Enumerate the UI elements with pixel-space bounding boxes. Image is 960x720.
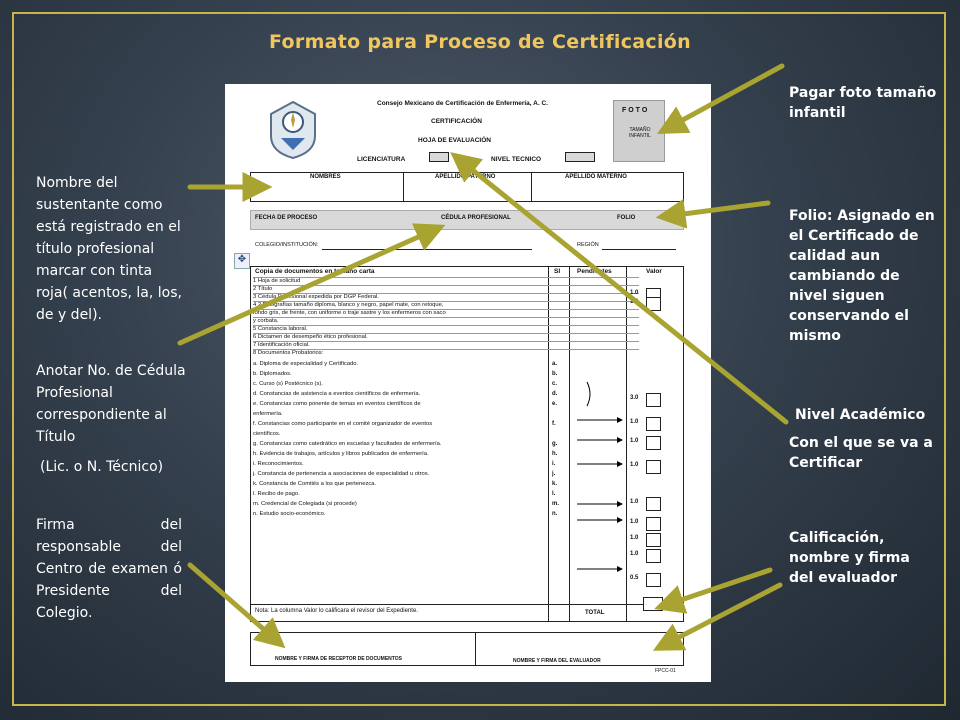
note-foto: Pagar foto tamaño infantil <box>789 85 937 121</box>
photo-label: F O T O <box>622 107 648 114</box>
move-cross-icon[interactable]: ✥ <box>234 253 250 269</box>
form-sheet: HOJA DE EVALUACIÓN <box>418 137 491 144</box>
si-letter: l. <box>552 491 556 497</box>
value-label: 1.0 <box>630 438 639 444</box>
form-org: Consejo Mexicano de Certificación de Enf… <box>377 100 548 107</box>
note-firma: Firma del responsable del Centro de exam… <box>36 517 182 621</box>
council-logo-icon <box>270 100 316 160</box>
value-box <box>646 497 661 511</box>
value-box <box>646 573 661 587</box>
nota-text: Nota: La columna Valor lo calificara el … <box>255 608 418 614</box>
value-box <box>646 549 661 563</box>
label-evaluador: NOMBRE Y FIRMA DEL EVALUADOR <box>513 658 601 664</box>
table-row: m. Credencial de Colegiada (si procede) <box>253 501 357 507</box>
value-label: 1.0 <box>630 462 639 468</box>
slide-frame <box>12 12 946 706</box>
label-fecha: FECHA DE PROCESO <box>255 215 318 221</box>
note-nombre: Nombre del sustentante como está registr… <box>36 175 182 323</box>
value-label: 1.0 <box>630 519 639 525</box>
table-col-si <box>548 266 549 622</box>
note-cedula: Anotar No. de Cédula Profesional corresp… <box>36 363 186 445</box>
note-evaluador: Calificación, nombre y firma del evaluad… <box>789 530 910 586</box>
photo-size: TAMAÑO INFANTIL <box>629 127 651 139</box>
table-row: k. Constancia de Comités a los que perte… <box>253 481 377 487</box>
value-box <box>646 517 661 531</box>
form-lic: LICENCIATURA <box>357 156 406 163</box>
table-col-pend <box>569 266 570 622</box>
table-row: l. Recibo de pago. <box>253 491 300 497</box>
table-row: e. Constancias como ponente de temas en … <box>253 401 421 407</box>
si-letter: g. <box>552 441 558 447</box>
label-nombres: NOMBRES <box>310 174 341 180</box>
table-row: i. Reconocimientos. <box>253 461 304 467</box>
si-letter: m. <box>552 501 560 507</box>
si-letter: i. <box>552 461 556 467</box>
si-letter: h. <box>552 451 558 457</box>
value-label: 1.0 <box>630 499 639 505</box>
note-nivel: (Lic. o N. Técnico) <box>40 459 164 475</box>
pending-arrow-group <box>577 381 623 572</box>
table-row: científicos. <box>253 431 281 437</box>
value-label: 0.5 <box>630 575 639 581</box>
si-letter: k. <box>552 481 558 487</box>
names-divider <box>403 172 404 202</box>
table-row: d. Constancias de asistencia a eventos c… <box>253 391 421 397</box>
nota-row <box>250 604 684 622</box>
evaluation-form: Consejo Mexicano de Certificación de Enf… <box>225 84 711 682</box>
value-label: 1.0 <box>630 535 639 541</box>
label-receptor: NOMBRE Y FIRMA DE RECEPTOR DE DOCUMENTOS <box>275 656 402 662</box>
table-row: b. Diplomados. <box>253 371 292 377</box>
table-row: g. Constancias como catedrático en escue… <box>253 441 442 447</box>
value-box <box>646 460 661 474</box>
table-row: enfermería. <box>253 411 283 417</box>
table-row: h. Evidencia de trabajos, artículos y li… <box>253 451 429 457</box>
value-box <box>646 436 661 450</box>
table-row: c. Curso (s) Postécnico (s). <box>253 381 323 387</box>
table-row: n. Estudio socio-económico. <box>253 511 326 517</box>
note-folio: Folio: Asignado en el Certificado de cal… <box>789 208 935 344</box>
form-cert: CERTIFICACIÓN <box>431 118 482 125</box>
table-row: j. Constancia de pertenencia a asociacio… <box>253 471 430 477</box>
table-col-valor <box>626 266 627 622</box>
value-box <box>646 533 661 547</box>
total-box <box>643 597 663 611</box>
form-code: FPCC-01 <box>655 668 676 674</box>
lic-checkbox <box>429 152 449 162</box>
note-certificar: Con el que se va a Certificar <box>789 435 933 471</box>
total-label: TOTAL <box>585 610 605 616</box>
slide-title: Formato para Proceso de Certificación <box>269 31 691 53</box>
si-letter: n. <box>552 511 558 517</box>
table-row: 8 Documentos Probatorios: <box>253 349 639 358</box>
table-row: a. Diploma de especialidad y Certificado… <box>253 361 359 367</box>
signature-divider <box>475 632 476 666</box>
value-label: 1.0 <box>630 551 639 557</box>
note-nivel-academico: Nivel Académico <box>795 407 926 423</box>
si-letter: j. <box>552 471 556 477</box>
pending-arrows <box>577 381 623 572</box>
table-row: f. Constancias como participante en el c… <box>253 421 433 427</box>
